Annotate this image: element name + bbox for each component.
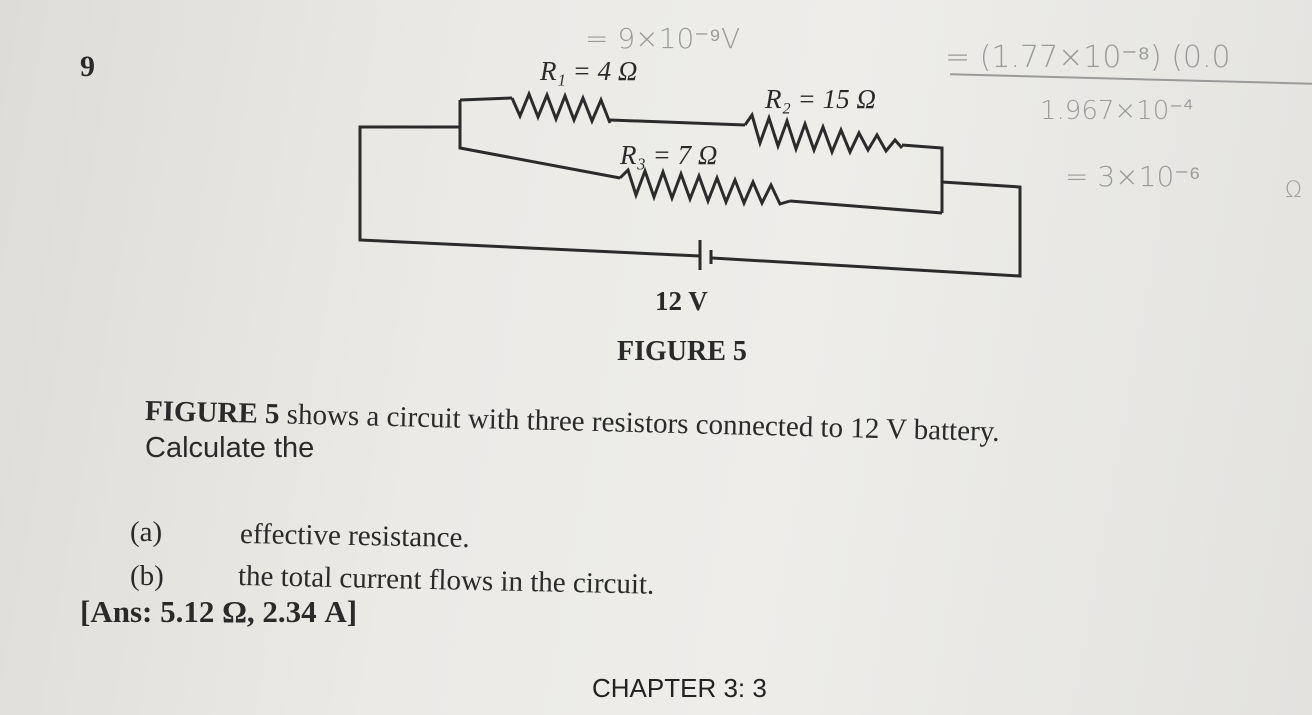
handwritten-numerator: = (1.77×10⁻⁸) (0.0: [945, 40, 1231, 75]
wire-r3-right: [789, 199, 943, 215]
question-number: 9: [80, 50, 95, 83]
wire-outer-left: [358, 125, 701, 258]
battery-label: 12 V: [655, 286, 708, 316]
part-a-label: (a): [130, 516, 163, 548]
r1-label: R₁ = 4 Ω: [540, 56, 638, 86]
handwritten-denominator: 1.967×10⁻⁴: [1040, 96, 1194, 126]
resistor-r2: [743, 111, 904, 157]
r3-label: R₃ = 7 Ω: [620, 140, 718, 170]
handwritten-result: = 3×10⁻⁶: [1065, 160, 1201, 193]
chapter-footer: CHAPTER 3: 3: [592, 673, 767, 703]
wire-top: [459, 96, 513, 102]
figure-reference: FIGURE 5: [144, 395, 280, 431]
answer: [Ans: 5.12 Ω, 2.34 A]: [80, 594, 358, 629]
part-a-text: effective resistance.: [239, 518, 470, 555]
r2-label: R₂ = 15 Ω: [765, 84, 876, 114]
part-b-label: (b): [130, 560, 164, 592]
resistor-r1: [510, 89, 612, 125]
handwritten-line1: = 9×10⁻⁹V: [585, 22, 741, 55]
wire-left-node: [458, 100, 621, 180]
resistor-r3: [618, 166, 791, 207]
wire-r1-r2: [609, 118, 746, 127]
wire-outer-right: [711, 180, 1022, 278]
figure-caption: FIGURE 5: [617, 336, 747, 367]
question-prompt: Calculate the: [145, 432, 315, 464]
wire-r2-right: [901, 143, 944, 213]
handwritten-unit: Ω: [1285, 178, 1302, 203]
